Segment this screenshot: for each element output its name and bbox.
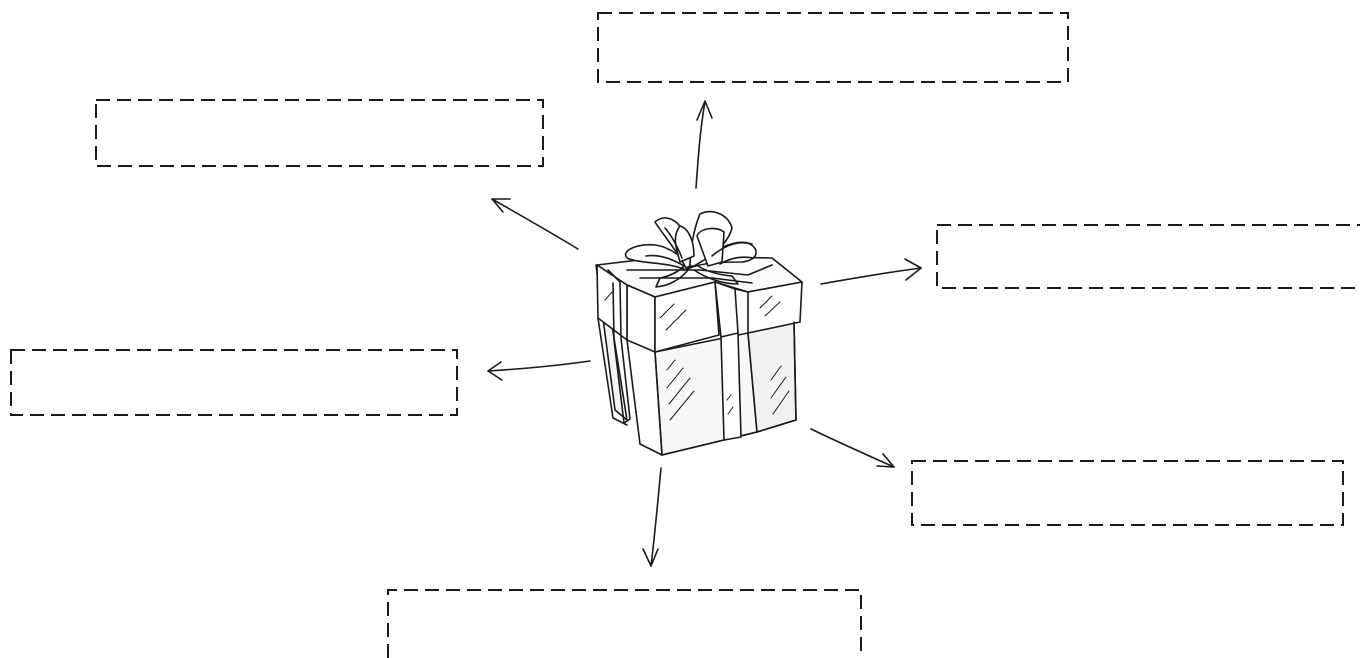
text-box-bottom-right[interactable]	[911, 460, 1344, 526]
text-box-top-left[interactable]	[95, 99, 544, 167]
arrow-left	[487, 360, 591, 381]
gift-box-icon	[595, 210, 803, 456]
text-box-top-center[interactable]	[597, 12, 1069, 83]
arrow-up	[695, 100, 713, 189]
text-box-bottom[interactable]	[387, 589, 862, 658]
arrow-down	[642, 467, 662, 567]
arrow-down-right	[810, 428, 895, 468]
text-box-left[interactable]	[10, 349, 458, 416]
arrow-up-left	[491, 198, 579, 250]
arrow-right	[820, 258, 922, 285]
text-box-right[interactable]	[936, 224, 1360, 289]
